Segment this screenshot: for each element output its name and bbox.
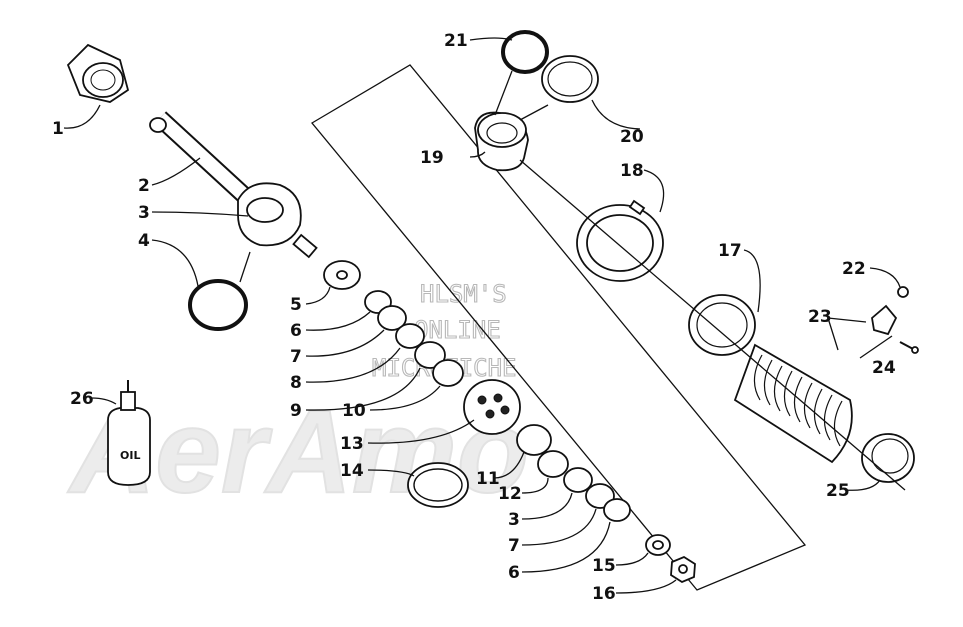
part-11-washer: [516, 424, 552, 456]
part-26-oil-bottle: OIL: [107, 380, 151, 486]
callout-3-lower: 3: [508, 510, 520, 530]
oil-bottle-label: OIL: [120, 449, 140, 462]
part-24-screw: [899, 341, 919, 354]
callout-16: 16: [592, 584, 616, 604]
callout-13: 13: [340, 434, 364, 454]
callout-12: 12: [498, 484, 522, 504]
callout-20: 20: [620, 127, 644, 147]
part-3-body: [237, 182, 318, 259]
callout-14: 14: [340, 461, 364, 481]
watermark-line-2: ONLINE: [414, 316, 501, 344]
callout-6: 6: [290, 321, 302, 341]
callout-21: 21: [444, 31, 468, 51]
part-21-oring: [501, 30, 549, 74]
part-6-washer-lower: [603, 498, 631, 522]
callout-26: 26: [70, 389, 94, 409]
part-18-retainer: [576, 199, 664, 282]
callout-10: 10: [342, 401, 366, 421]
callout-3: 3: [138, 203, 150, 223]
part-17-spring: [688, 294, 853, 464]
callout-22: 22: [842, 259, 866, 279]
part-20-seal: [541, 55, 599, 103]
callout-5: 5: [290, 295, 302, 315]
callout-17: 17: [718, 241, 742, 261]
part-19-cap: [474, 111, 529, 172]
leader-lines: [63, 37, 906, 594]
part-4-oring: [188, 279, 248, 331]
part-7-washer: [377, 305, 407, 331]
callout-8: 8: [290, 373, 302, 393]
part-10-washer: [432, 359, 464, 387]
part-12-washer: [537, 450, 569, 478]
part-14-band: [407, 462, 469, 508]
callout-24: 24: [872, 358, 896, 378]
callout-18: 18: [620, 161, 644, 181]
callout-15: 15: [592, 556, 616, 576]
callout-labels: 1 2 3 4 5 6 7 8 9 10 11 12 13 14 15 16 1…: [52, 31, 896, 604]
washer-stack-lower: [516, 424, 696, 584]
callout-2: 2: [138, 176, 150, 196]
callout-4: 4: [138, 231, 150, 251]
watermark-line-1: HLSM'S: [420, 280, 507, 308]
part-25-bushing: [861, 433, 915, 483]
part-8-washer: [395, 323, 425, 349]
part-23-clip: [871, 304, 898, 336]
callout-25: 25: [826, 481, 850, 501]
callout-6-lower: 6: [508, 563, 520, 583]
watermark-brand: AerAmo: [67, 386, 529, 518]
part-13-piston: [463, 379, 521, 435]
callout-19: 19: [420, 148, 444, 168]
callout-7: 7: [290, 347, 302, 367]
part-1-eyelet: [66, 43, 130, 103]
part-22-valve: [897, 286, 909, 298]
callout-9: 9: [290, 401, 302, 421]
callout-1: 1: [52, 119, 64, 139]
callout-23: 23: [808, 307, 832, 327]
assembly-outline: [311, 64, 807, 591]
part-9-washer: [414, 341, 446, 369]
part-3-washer-lower: [563, 467, 593, 493]
washer-stack-upper: [323, 260, 464, 387]
callout-11: 11: [476, 469, 500, 489]
callout-7-lower: 7: [508, 536, 520, 556]
